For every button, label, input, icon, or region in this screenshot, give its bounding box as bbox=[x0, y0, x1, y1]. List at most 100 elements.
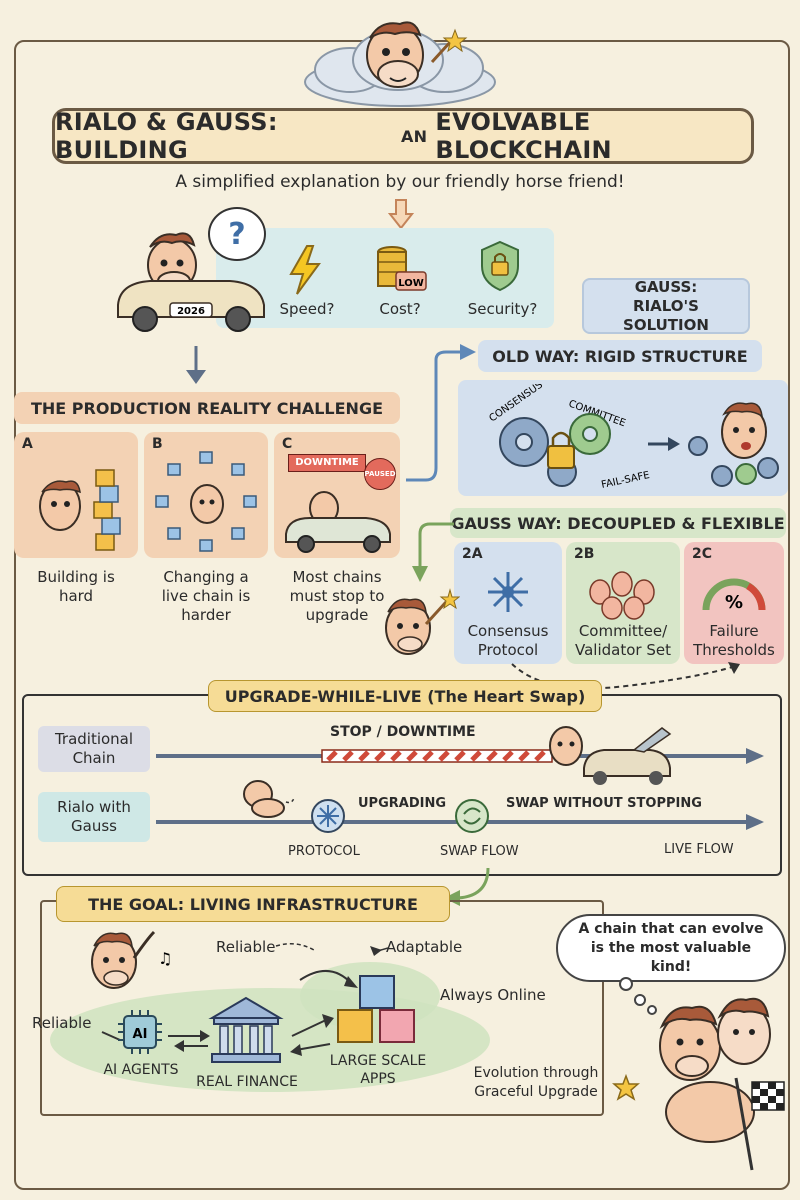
gauss-label-2b: Committee/ Validator Set bbox=[575, 622, 671, 659]
waving-horse-illustration: ♫ bbox=[91, 930, 172, 989]
traditional-chain-label: Traditional Chain bbox=[54, 730, 134, 767]
curved-arrow-icon bbox=[406, 344, 476, 482]
cost-badge: LOW bbox=[398, 278, 424, 289]
real-finance-label: REAL FINANCE bbox=[196, 1074, 298, 1090]
gauge-icon: % bbox=[702, 578, 766, 613]
upgrading-label: UPGRADING bbox=[358, 796, 447, 811]
gear-icon-4 bbox=[711, 465, 733, 487]
challenge-tag-a: A bbox=[22, 436, 33, 452]
failsafe-label: FAIL-SAFE bbox=[600, 470, 650, 491]
reliable-top-label: Reliable bbox=[216, 938, 276, 956]
gauss-tag-2c: 2C bbox=[692, 546, 713, 562]
title-part1: RIALO & GAUSS: BUILDING bbox=[55, 108, 278, 164]
traditional-chain-chip: Traditional Chain bbox=[38, 726, 150, 772]
gauss-cell-2b: 2B Committee/ Validator Set bbox=[566, 542, 680, 664]
challenge-tag-c: C bbox=[282, 436, 293, 452]
ai-chip-icon: AI bbox=[118, 1010, 162, 1054]
coins-icon: LOW bbox=[377, 246, 427, 291]
horse-wand-illustration bbox=[385, 588, 460, 655]
goal-title: THE GOAL: LIVING INFRASTRUCTURE bbox=[88, 894, 418, 914]
swap-without-label: SWAP WITHOUT STOPPING bbox=[506, 796, 702, 811]
title-part2: AN bbox=[401, 126, 428, 146]
challenge-label-a: Building is hard bbox=[37, 568, 115, 605]
gauss-tag-2b: 2B bbox=[574, 546, 595, 562]
security-label: Security? bbox=[467, 300, 538, 318]
curved-arrow-icon-3 bbox=[444, 867, 490, 906]
stopped-car-illustration bbox=[285, 491, 391, 553]
goal-arrows bbox=[101, 943, 389, 1056]
gauss-label-2c: Failure Thresholds bbox=[693, 622, 775, 659]
speed-label: Speed? bbox=[279, 300, 335, 318]
percent-symbol: % bbox=[725, 592, 743, 613]
dashed-swap-arrow bbox=[511, 662, 740, 690]
swap-flow-label: SWAP FLOW bbox=[440, 844, 519, 859]
cubes-icon bbox=[337, 975, 415, 1043]
curved-arrow-icon-2 bbox=[412, 522, 454, 582]
shield-lock-icon bbox=[481, 240, 519, 292]
protocol-label: PROTOCOL bbox=[288, 844, 360, 859]
old-way-panel: CONSENSUS COMMITTEE FAIL-SAFE bbox=[458, 380, 788, 496]
title-part3: EVOLVABLE BLOCKCHAIN bbox=[435, 108, 612, 164]
gear-icon bbox=[499, 417, 549, 467]
old-way-header: OLD WAY: RIGID STRUCTURE bbox=[478, 340, 762, 372]
music-note-icon: ♫ bbox=[158, 949, 172, 968]
question-mark-icon: ? bbox=[228, 216, 246, 252]
rialo-gauss-chip: Rialo with Gauss bbox=[38, 792, 150, 842]
challenge-cell-b: B bbox=[144, 432, 268, 558]
car-plate: 2026 bbox=[177, 306, 205, 317]
downtime-sign-text: DOWNTIME bbox=[295, 457, 359, 468]
wand-star-icon bbox=[439, 588, 460, 610]
speech-bubble-text: A chain that can evolve is the most valu… bbox=[578, 920, 764, 975]
rialo-gauss-label: Rialo with Gauss bbox=[57, 798, 131, 835]
subtitle: A simplified explanation by our friendly… bbox=[175, 172, 625, 192]
running-horse-icon bbox=[243, 780, 295, 818]
down-arrow-icon-2 bbox=[186, 346, 206, 384]
challenge-title: THE PRODUCTION REALITY CHALLENGE bbox=[30, 398, 384, 418]
always-online-label: Always Online bbox=[440, 986, 546, 1004]
upgrade-title: UPGRADE-WHILE-LIVE (The Heart Swap) bbox=[224, 686, 586, 706]
old-way-title: OLD WAY: RIGID STRUCTURE bbox=[492, 346, 748, 366]
small-gear-icon bbox=[688, 436, 708, 456]
padlock-icon bbox=[547, 431, 575, 469]
lightning-icon bbox=[289, 245, 321, 295]
thought-dots bbox=[619, 977, 657, 1015]
star-wand-icon bbox=[442, 28, 468, 53]
challenge-header: THE PRODUCTION REALITY CHALLENGE bbox=[14, 392, 400, 424]
swap-node-icon bbox=[455, 799, 489, 833]
paused-sign-text: PAUSED bbox=[364, 470, 396, 478]
checkered-flag-icon bbox=[751, 1081, 785, 1111]
bank-icon bbox=[208, 996, 284, 1063]
challenge-cell-c: C DOWNTIME PAUSED bbox=[274, 432, 400, 558]
speech-bubble: A chain that can evolve is the most valu… bbox=[556, 914, 786, 982]
protocol-node-icon bbox=[311, 799, 345, 833]
evolution-label: Evolution through Graceful Upgrade bbox=[473, 1065, 599, 1100]
adaptable-label: Adaptable bbox=[386, 938, 463, 956]
gauss-way-title: GAUSS WAY: DECOUPLED & FLEXIBLE bbox=[451, 513, 785, 533]
gear-icon-6 bbox=[757, 457, 779, 479]
worried-horse-icon bbox=[721, 402, 767, 459]
downtime-label: STOP / DOWNTIME bbox=[330, 724, 476, 740]
gauss-cell-2c: 2C % Failure Thresholds bbox=[684, 542, 784, 664]
reliable-left-label: Reliable bbox=[32, 1014, 92, 1032]
star-icon bbox=[612, 1074, 640, 1101]
down-arrow-icon bbox=[388, 199, 414, 230]
downtime-sign: DOWNTIME bbox=[288, 454, 366, 472]
gauss-solution-label: GAUSS: RIALO'S SOLUTION bbox=[623, 277, 709, 334]
upgrade-header: UPGRADE-WHILE-LIVE (The Heart Swap) bbox=[208, 680, 602, 712]
rigid-gears-illustration: CONSENSUS COMMITTEE FAIL-SAFE bbox=[487, 384, 779, 491]
network-hub-icon bbox=[488, 572, 528, 612]
mascot-cloud-illustration bbox=[304, 21, 496, 107]
right-arrow-icon bbox=[648, 437, 680, 451]
gear-icon-2 bbox=[569, 413, 611, 455]
ai-agents-label: AI AGENTS bbox=[103, 1062, 179, 1078]
goal-header: THE GOAL: LIVING INFRASTRUCTURE bbox=[56, 886, 450, 922]
hugging-horses-illustration bbox=[659, 997, 785, 1171]
validator-horses-icon bbox=[589, 571, 655, 620]
gauss-label-2a: Consensus Protocol bbox=[467, 622, 549, 659]
stacking-blocks-illustration bbox=[39, 469, 121, 551]
horse-mascot-icon bbox=[366, 21, 424, 88]
challenge-tag-b: B bbox=[152, 436, 163, 452]
horse-car-illustration: 2026 bbox=[117, 232, 265, 332]
main-title-banner: RIALO & GAUSS: BUILDING AN EVOLVABLE BLO… bbox=[52, 108, 754, 164]
